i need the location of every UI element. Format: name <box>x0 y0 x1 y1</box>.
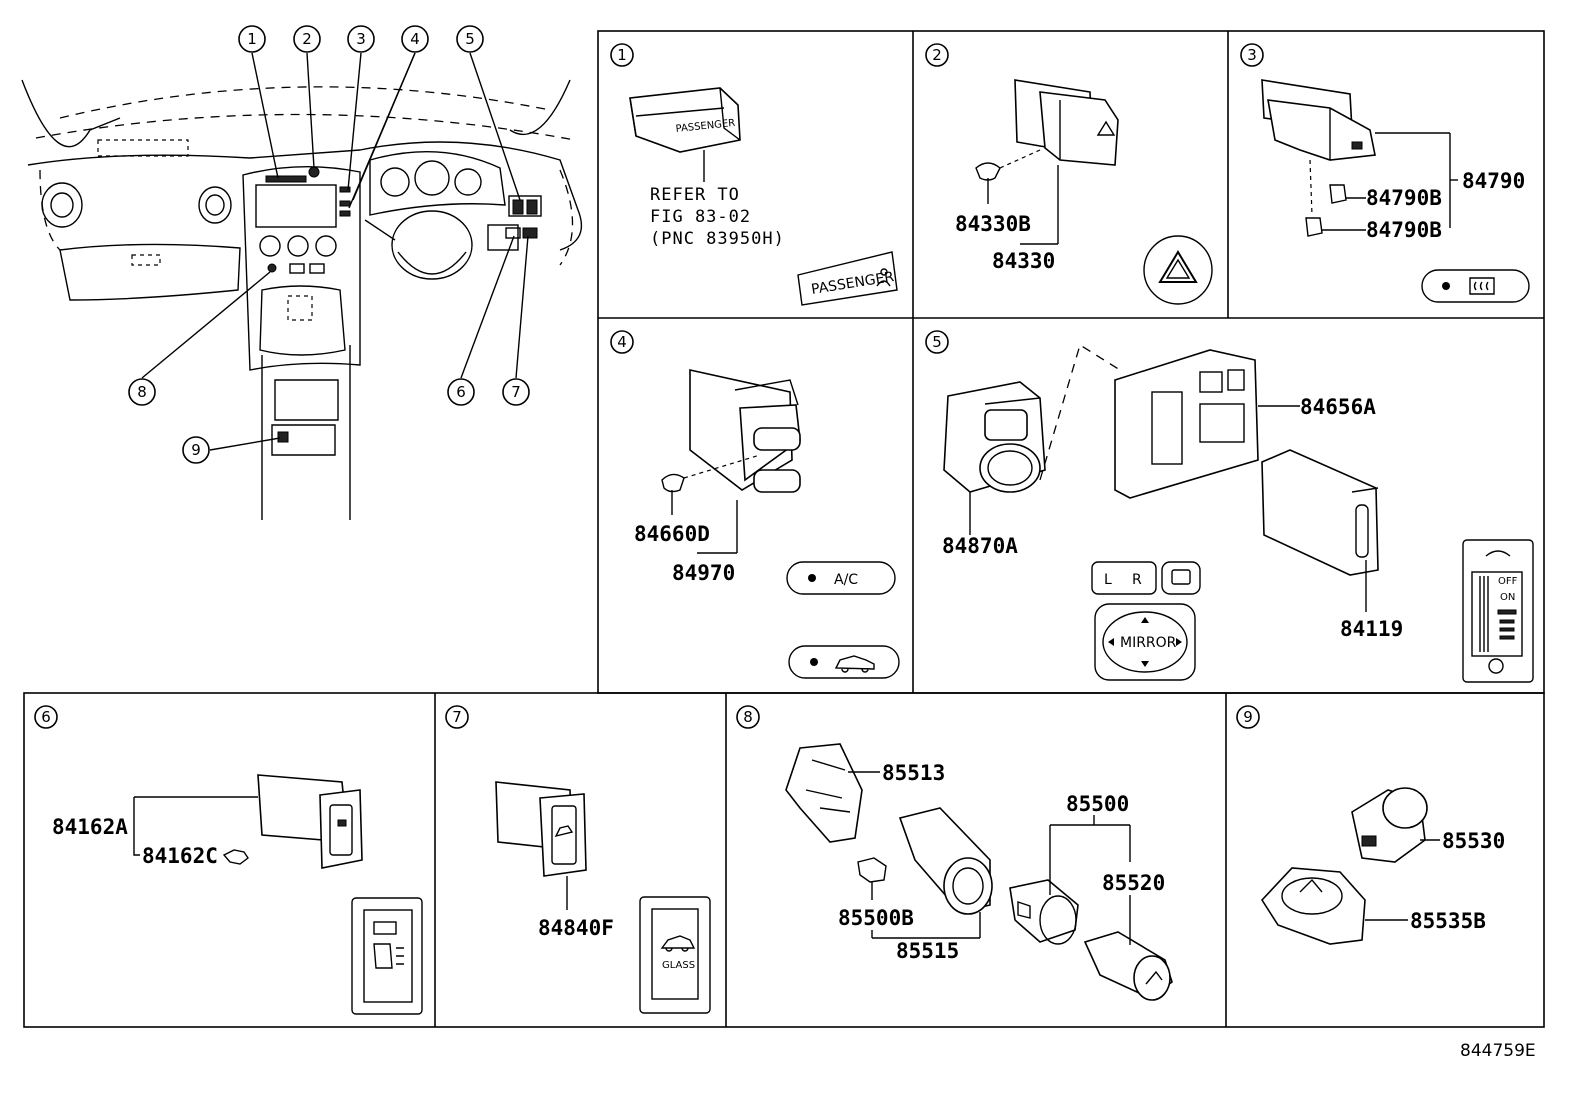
callout-3: 3 <box>356 30 366 48</box>
overview-leaders <box>141 52 529 451</box>
panel-5: 5 84870A 84656A 84119 L R MIRROR OFF ON <box>925 330 1534 683</box>
panel-9-number: 9 <box>1243 708 1253 726</box>
panel-9: 9 85530 85535B <box>1236 705 1505 945</box>
part-85535B: 85535B <box>1410 909 1486 933</box>
part-84790B-lower: 84790B <box>1366 218 1442 242</box>
panel-3-number: 3 <box>1247 46 1257 64</box>
part-84970: 84970 <box>672 561 735 585</box>
part-85515: 85515 <box>896 939 959 963</box>
overview-callouts: 1 2 3 4 5 8 6 7 9 <box>128 25 530 464</box>
part-84330B: 84330B <box>955 212 1031 236</box>
refer-note-line-1: REFER TO <box>650 185 740 205</box>
callout-8: 8 <box>137 383 147 401</box>
callout-6: 6 <box>456 383 466 401</box>
refer-note-line-2: FIG 83-02 <box>650 207 751 227</box>
part-85500B: 85500B <box>838 906 914 930</box>
part-84790: 84790 <box>1462 169 1525 193</box>
callout-7: 7 <box>511 383 521 401</box>
part-84870A: 84870A <box>942 534 1018 558</box>
panel-1: 1 PASSENGER REFER TO FIG 83-02 (PNC 8395… <box>610 43 898 306</box>
part-84656A: 84656A <box>1300 395 1376 419</box>
panel-7: 7 84840F GLASS <box>445 705 711 1014</box>
callout-2: 2 <box>302 30 312 48</box>
dashboard-overview <box>21 79 583 520</box>
part-85520: 85520 <box>1102 871 1165 895</box>
panel-6: 6 84162A 84162C <box>34 705 423 1015</box>
callout-1: 1 <box>247 30 257 48</box>
mirror-select-left: L <box>1104 572 1112 588</box>
panel-1-number: 1 <box>617 46 627 64</box>
ac-switch-label: A/C <box>834 572 858 588</box>
panel-7-number: 7 <box>452 708 462 726</box>
callout-5: 5 <box>465 30 475 48</box>
refer-note-line-3: (PNC 83950H) <box>650 229 785 249</box>
panel-8: 8 85513 85500B 85515 85500 85520 <box>736 705 1173 1001</box>
callout-4: 4 <box>410 30 420 48</box>
callout-9: 9 <box>191 441 201 459</box>
glass-label: GLASS <box>662 960 695 971</box>
part-84330: 84330 <box>992 249 1055 273</box>
part-85513: 85513 <box>882 761 945 785</box>
panel-4: 4 84660D 84970 A/C <box>610 330 900 679</box>
panel-2-number: 2 <box>932 46 942 64</box>
panel-8-number: 8 <box>743 708 753 726</box>
part-84119: 84119 <box>1340 617 1403 641</box>
part-84162C: 84162C <box>142 844 218 868</box>
mirror-select-right: R <box>1132 572 1142 588</box>
dial-off-label: OFF <box>1498 576 1518 587</box>
part-84790B-upper: 84790B <box>1366 186 1442 210</box>
part-84840F: 84840F <box>538 916 614 940</box>
reference-code: 844759E <box>1460 1041 1536 1061</box>
part-84660D: 84660D <box>634 522 710 546</box>
mirror-switch-label: MIRROR <box>1120 635 1177 651</box>
panel-4-number: 4 <box>617 333 627 351</box>
part-85500: 85500 <box>1066 792 1129 816</box>
panel-6-number: 6 <box>41 708 51 726</box>
panel-2: 2 84330B 84330 <box>925 43 1213 305</box>
panel-5-number: 5 <box>932 333 942 351</box>
panel-3: 3 84790 84790B 84790B <box>1240 43 1530 303</box>
dial-on-label: ON <box>1500 592 1515 603</box>
part-84162A: 84162A <box>52 815 128 839</box>
part-85530: 85530 <box>1442 829 1505 853</box>
panel-grid <box>23 30 1545 1028</box>
passenger-indicator-label: PASSENGER <box>810 269 895 298</box>
